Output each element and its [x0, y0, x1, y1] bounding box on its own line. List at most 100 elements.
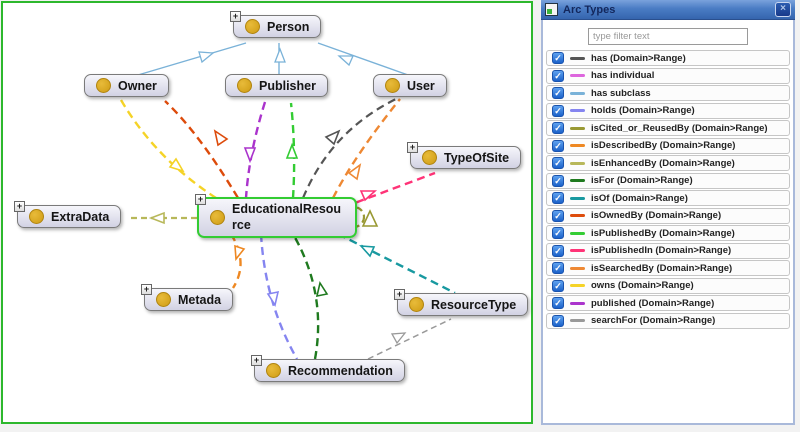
- arc-row-issearchedby[interactable]: ✓ isSearchedBy (Domain>Range): [546, 260, 790, 276]
- arc-row-ispublishedby[interactable]: ✓ isPublishedBy (Domain>Range): [546, 225, 790, 241]
- checkbox-checked-icon[interactable]: ✓: [552, 227, 564, 239]
- edge-searchfor: [367, 318, 452, 360]
- ontology-graph-canvas[interactable]: + Person Owner Publisher User + TypeOfSi…: [1, 1, 533, 424]
- node-person[interactable]: + Person: [230, 11, 322, 38]
- class-dot-icon: [29, 209, 44, 224]
- checkbox-checked-icon[interactable]: ✓: [552, 104, 564, 117]
- checkbox-checked-icon[interactable]: ✓: [552, 244, 564, 257]
- color-swatch: [570, 126, 585, 130]
- node-label: Publisher: [259, 78, 316, 93]
- expand-icon[interactable]: +: [394, 289, 405, 300]
- node-user[interactable]: User: [373, 74, 447, 97]
- edge-owns: [119, 99, 217, 200]
- checkbox-checked-icon[interactable]: ✓: [552, 279, 564, 292]
- arc-row-has-subclass[interactable]: ✓ has subclass: [546, 85, 790, 101]
- arc-row-searchfor[interactable]: ✓ searchFor (Domain>Range): [546, 312, 790, 329]
- class-dot-icon: [409, 297, 424, 312]
- edge-has-subclass-owner: [137, 42, 247, 76]
- arc-row-isownedby[interactable]: ✓ isOwnedBy (Domain>Range): [546, 207, 790, 224]
- node-educationalresource[interactable]: + EducationalResource: [195, 194, 357, 239]
- arc-type-list: ✓ has (Domain>Range) ✓ has individual ✓ …: [546, 50, 790, 330]
- checkbox-checked-icon[interactable]: ✓: [552, 297, 564, 309]
- node-metada[interactable]: + Metada: [141, 284, 234, 311]
- node-label: ExtraData: [51, 209, 110, 224]
- arc-row-has[interactable]: ✓ has (Domain>Range): [546, 50, 790, 66]
- filter-input[interactable]: [588, 28, 748, 45]
- color-swatch: [570, 214, 585, 217]
- checkbox-checked-icon[interactable]: ✓: [552, 192, 564, 204]
- class-dot-icon: [266, 363, 281, 378]
- class-dot-icon: [422, 150, 437, 165]
- arc-row-isdescribedby[interactable]: ✓ isDescribedBy (Domain>Range): [546, 137, 790, 154]
- edge-isof: [337, 232, 456, 295]
- checkbox-checked-icon[interactable]: ✓: [552, 209, 564, 222]
- expand-icon[interactable]: +: [195, 194, 206, 205]
- expand-icon[interactable]: +: [141, 284, 152, 295]
- color-swatch: [570, 249, 585, 252]
- class-dot-icon: [385, 78, 400, 93]
- edge-has-subclass-user: [317, 42, 409, 76]
- node-label: EducationalResource: [232, 202, 342, 232]
- expand-icon[interactable]: +: [251, 355, 262, 366]
- color-swatch: [570, 231, 585, 235]
- node-label: Person: [267, 19, 310, 34]
- color-swatch: [570, 161, 585, 165]
- class-dot-icon: [210, 210, 225, 226]
- node-typeofsite[interactable]: + TypeOfSite: [407, 142, 522, 169]
- arc-row-has-individual[interactable]: ✓ has individual: [546, 67, 790, 84]
- checkbox-checked-icon[interactable]: ✓: [552, 139, 564, 152]
- color-swatch: [570, 74, 585, 77]
- node-publisher[interactable]: Publisher: [225, 74, 328, 97]
- edge-issearchedby: [331, 98, 401, 199]
- checkbox-checked-icon[interactable]: ✓: [552, 87, 564, 99]
- arc-types-titlebar[interactable]: Arc Types ×: [541, 0, 795, 20]
- color-swatch: [570, 266, 585, 270]
- checkbox-checked-icon[interactable]: ✓: [552, 174, 564, 187]
- color-swatch: [570, 144, 585, 147]
- checkbox-checked-icon[interactable]: ✓: [552, 69, 564, 82]
- node-label: User: [407, 78, 435, 93]
- color-swatch: [570, 56, 585, 60]
- color-swatch: [570, 301, 585, 305]
- arc-row-holds[interactable]: ✓ holds (Domain>Range): [546, 102, 790, 119]
- arc-row-ispublishedin[interactable]: ✓ isPublishedIn (Domain>Range): [546, 242, 790, 259]
- edge-published: [243, 101, 267, 199]
- filter-row: [543, 26, 793, 45]
- window-icon: [545, 3, 558, 16]
- arc-row-isenhancedby[interactable]: ✓ isEnhancedBy (Domain>Range): [546, 155, 790, 171]
- edge-isdescribedby: [229, 233, 246, 289]
- edge-isenhancedby: [131, 211, 197, 225]
- expand-icon[interactable]: +: [14, 201, 25, 212]
- edge-ispublishedin: [343, 171, 436, 209]
- edge-isownedby: [164, 100, 240, 199]
- arc-row-owns[interactable]: ✓ owns (Domain>Range): [546, 277, 790, 294]
- node-label: ResourceType: [431, 297, 517, 312]
- node-label: Metada: [178, 292, 222, 307]
- edge-holds: [259, 233, 299, 360]
- window-title: Arc Types: [563, 3, 616, 16]
- node-owner[interactable]: Owner: [84, 74, 169, 97]
- color-swatch: [570, 91, 585, 95]
- checkbox-checked-icon[interactable]: ✓: [552, 52, 564, 64]
- close-icon[interactable]: ×: [775, 2, 791, 17]
- arc-row-iscited[interactable]: ✓ isCited_or_ReusedBy (Domain>Range): [546, 120, 790, 136]
- expand-icon[interactable]: +: [230, 11, 241, 22]
- checkbox-checked-icon[interactable]: ✓: [552, 157, 564, 169]
- node-resourcetype[interactable]: + ResourceType: [394, 289, 529, 316]
- color-swatch: [570, 179, 585, 182]
- checkbox-checked-icon[interactable]: ✓: [552, 314, 564, 327]
- class-dot-icon: [156, 292, 171, 307]
- checkbox-checked-icon[interactable]: ✓: [552, 262, 564, 274]
- expand-icon[interactable]: +: [407, 142, 418, 153]
- arc-row-isof[interactable]: ✓ isOf (Domain>Range): [546, 190, 790, 206]
- edge-layer: [119, 42, 456, 360]
- arc-row-isfor[interactable]: ✓ isFor (Domain>Range): [546, 172, 790, 189]
- class-dot-icon: [237, 78, 252, 93]
- node-extradata[interactable]: + ExtraData: [14, 201, 122, 228]
- edge-ispublishedby: [285, 102, 299, 199]
- arc-row-published[interactable]: ✓ published (Domain>Range): [546, 295, 790, 311]
- edge-isfor: [291, 233, 329, 360]
- node-label: Owner: [118, 78, 157, 93]
- node-recommendation[interactable]: + Recommendation: [251, 355, 405, 382]
- checkbox-checked-icon[interactable]: ✓: [552, 122, 564, 134]
